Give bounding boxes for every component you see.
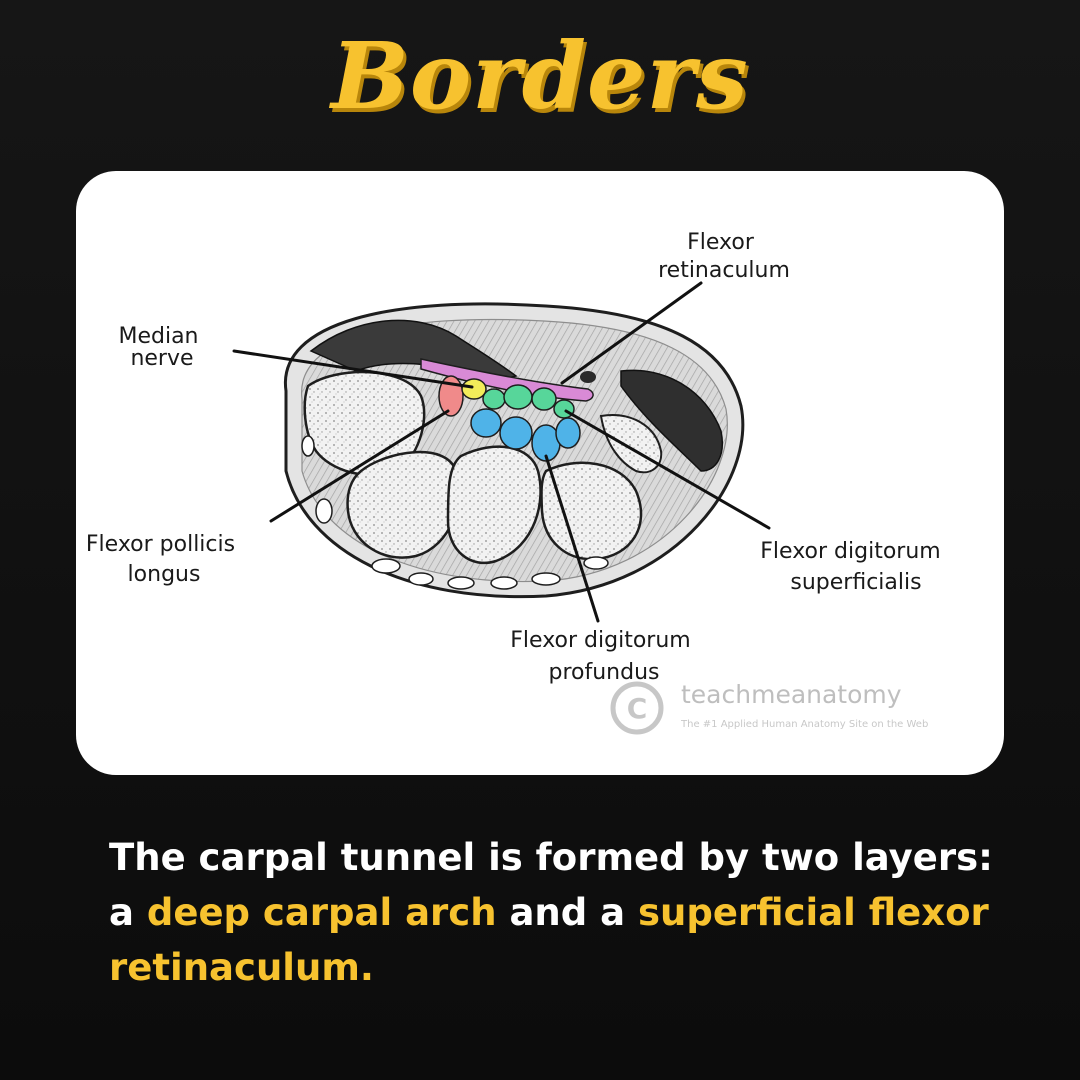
highlight-retinaculum: retinaculum. [109, 946, 374, 989]
fds-tendon-1 [482, 388, 506, 410]
fdp-tendon-1 [470, 408, 502, 438]
thenar-muscle [309, 319, 518, 382]
caption-text-part: a [109, 891, 147, 934]
watermark-tagline: The #1 Applied Human Anatomy Site on the… [680, 719, 928, 730]
carpal-tunnel-diagram: Flexor retinaculum Median nerve Flexor p… [86, 230, 947, 735]
label-flexor-pollicis-longus: Flexor pollicis longus [86, 532, 242, 587]
leader-flexor-retinaculum [560, 281, 703, 385]
hypothenar-muscle [620, 369, 723, 472]
caption-text: The carpal tunnel is formed by two layer… [109, 830, 1009, 995]
leader-flexor-digitorum-superficialis [564, 409, 771, 530]
anatomy-diagram-card: Flexor retinaculum Median nerve Flexor p… [76, 171, 1004, 775]
caption-text-part: and a [496, 891, 638, 934]
fdp-tendon-2 [499, 416, 533, 450]
fds-tendon-2 [503, 384, 533, 410]
highlight-superficial-flexor: superficial flexor [637, 891, 989, 934]
highlight-deep-carpal-arch: deep carpal arch [146, 891, 497, 934]
leader-flexor-digitorum-profundus [544, 454, 600, 623]
hamate-bone [540, 461, 643, 561]
watermark-name: teachmeanatomy [681, 680, 902, 709]
fds-tendon-3 [531, 387, 557, 411]
leader-median-nerve [232, 349, 474, 389]
trapezoid-bone [346, 450, 461, 559]
watermark: C teachmeanatomy The #1 Applied Human An… [610, 680, 928, 735]
label-median-nerve: Median nerve [118, 324, 205, 371]
caption-line-2: a deep carpal arch and a superficial fle… [109, 885, 1009, 940]
capitate-bone [446, 445, 542, 565]
label-flexor-retinaculum: Flexor retinaculum [658, 230, 790, 283]
caption-line-1: The carpal tunnel is formed by two layer… [109, 836, 993, 879]
copyright-icon [610, 681, 664, 735]
fdp-tendon-4 [555, 417, 581, 449]
page-title: Borders [331, 22, 749, 130]
svg-text:C: C [627, 692, 648, 725]
label-flexor-digitorum-profundus: Flexor digitorum profundus [510, 628, 697, 685]
label-flexor-digitorum-superficialis: Flexor digitorum superficialis [760, 539, 947, 595]
median-nerve-shape [461, 378, 487, 400]
leader-flexor-pollicis-longus [269, 409, 450, 523]
